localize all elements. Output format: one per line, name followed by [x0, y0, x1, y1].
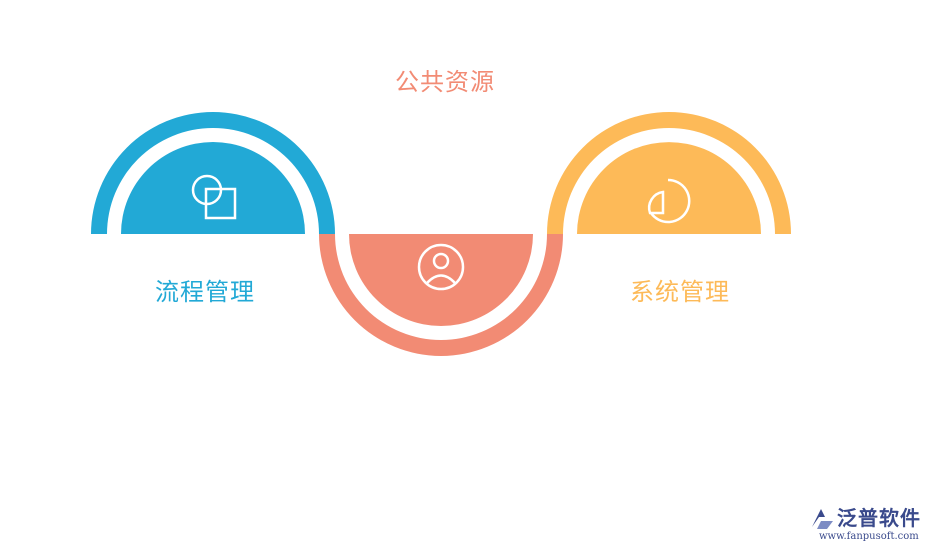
watermark-name: 泛普软件 — [837, 506, 921, 530]
squares-overlap-icon — [191, 174, 237, 220]
watermark-logo: 泛普软件 www.fanpusoft.com — [805, 505, 935, 545]
arch-left — [91, 112, 335, 234]
user-circle-icon — [417, 243, 465, 291]
watermark-url: www.fanpusoft.com — [819, 531, 919, 542]
label-public-resources: 公共资源 — [395, 68, 495, 96]
arch-middle — [319, 234, 563, 356]
label-process-management: 流程管理 — [155, 278, 255, 306]
arch-right — [547, 112, 791, 234]
fanpu-logo-icon — [812, 509, 833, 529]
label-system-management: 系统管理 — [630, 278, 730, 306]
pie-chart-icon — [647, 178, 691, 224]
